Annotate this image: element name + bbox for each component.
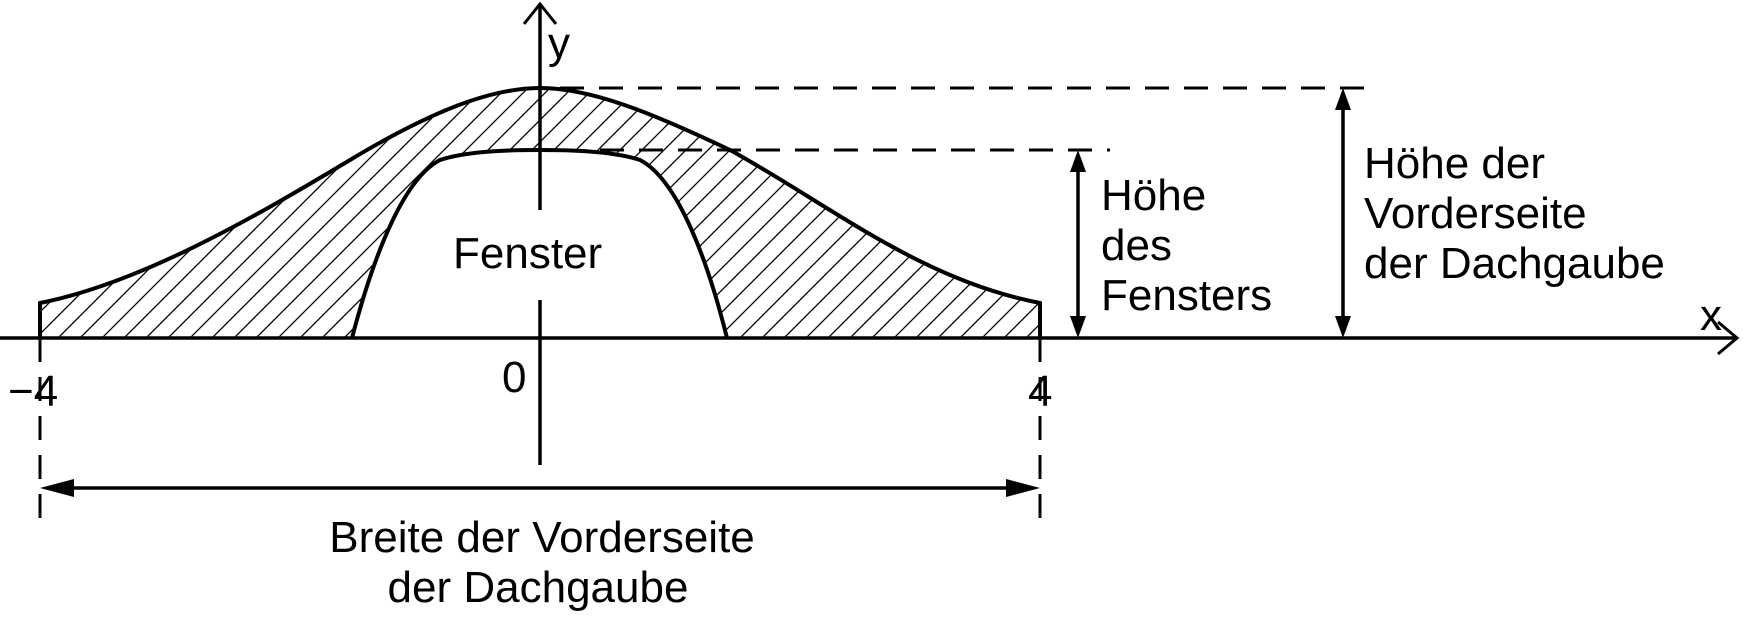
x-axis-arrowhead	[1717, 320, 1740, 356]
width-arrowhead-right	[1006, 479, 1040, 497]
window-label: Fenster	[453, 229, 602, 278]
hatched-front-area	[40, 88, 1040, 338]
window-height-arrowhead-top	[1070, 150, 1086, 172]
y-axis-label: y	[548, 19, 570, 68]
width-label-line-2: der Dachgaube	[388, 563, 689, 612]
y-axis-arrowhead	[522, 1, 558, 25]
window-label-background	[440, 215, 640, 295]
front-height-arrowhead-bottom	[1335, 316, 1351, 338]
x-axis-label: x	[1700, 291, 1722, 340]
x-max-label: 4	[1028, 367, 1052, 416]
origin-label: 0	[502, 353, 526, 402]
window-height-label-line-1: Höhe	[1101, 171, 1206, 220]
front-height-arrowhead-top	[1335, 88, 1351, 110]
window-height-arrowhead-bottom	[1070, 316, 1086, 338]
width-arrowhead-left	[40, 479, 74, 497]
front-height-label-line-3: der Dachgaube	[1364, 239, 1665, 288]
window-height-label-line-3: Fensters	[1101, 271, 1272, 320]
front-height-label-line-2: Vorderseite	[1364, 189, 1587, 238]
x-min-label: −4	[8, 367, 58, 416]
window-height-label-line-2: des	[1101, 221, 1172, 270]
width-label-line-1: Breite der Vorderseite	[329, 513, 755, 562]
front-height-label-line-1: Höhe der	[1364, 139, 1545, 188]
